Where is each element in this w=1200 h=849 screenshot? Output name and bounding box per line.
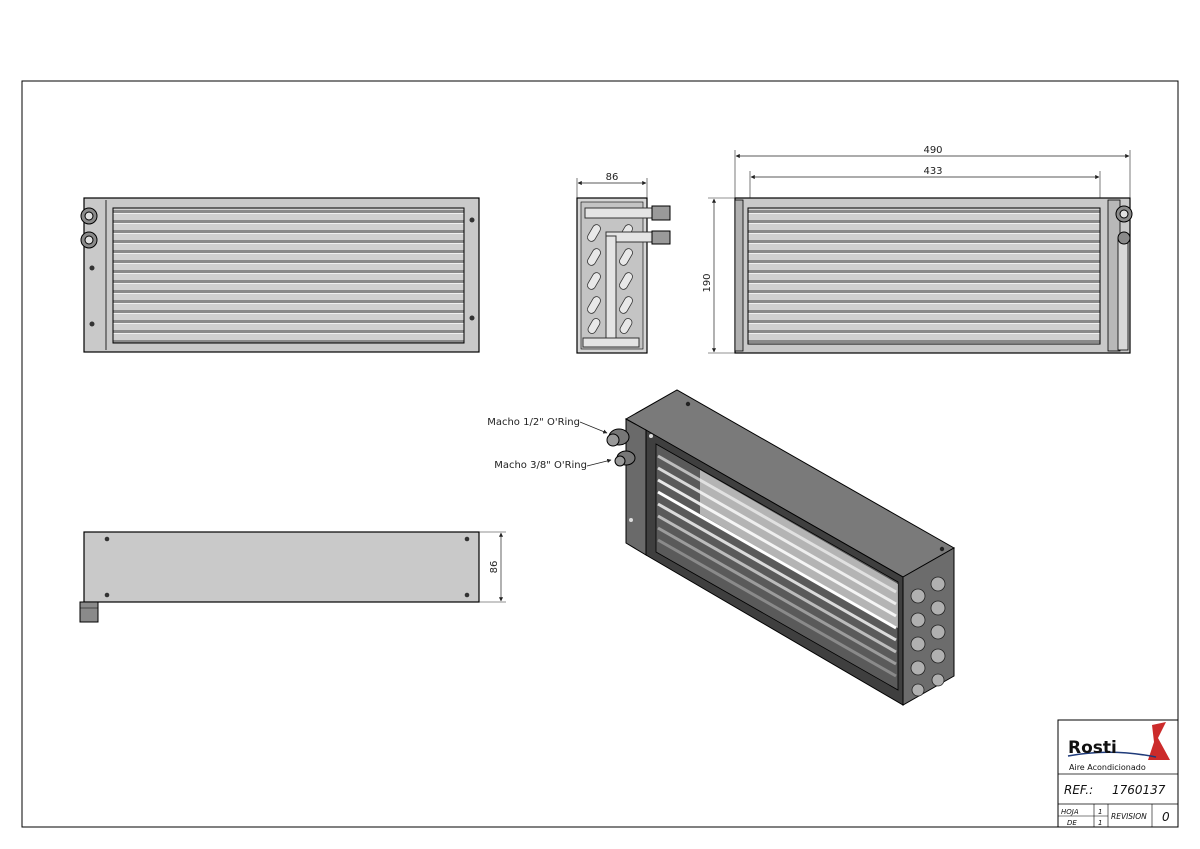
drawing-border (21, 80, 1179, 828)
isometric-view (606, 389, 956, 706)
logo-text: Rosti (1068, 738, 1117, 758)
dim-height: 190 (702, 273, 713, 292)
ref-label: REF.: (1064, 783, 1093, 797)
top-view: 86 (79, 531, 506, 623)
ref-value: 1760137 (1112, 783, 1166, 797)
revision-label: REVISION (1111, 812, 1147, 821)
dim-coil-width: 433 (923, 166, 942, 177)
callout-half-inch: Macho 1/2" O'Ring (487, 417, 580, 428)
logo-subtitle: Aire Acondicionado (1069, 763, 1146, 772)
title-block (1057, 719, 1179, 828)
revision-value: 0 (1162, 810, 1170, 824)
de-label: DE (1067, 819, 1077, 827)
dim-overall-width: 490 (923, 145, 942, 156)
de-value: 1 (1098, 819, 1102, 827)
dim-bottom-depth: 86 (489, 561, 500, 574)
rosti-logo-icon (1148, 722, 1170, 760)
side-view: 86 (576, 172, 671, 354)
callout-leaders (579, 421, 612, 467)
hoja-label: HOJA (1061, 808, 1079, 816)
dim-side-depth: 86 (606, 172, 619, 183)
rear-view: 490 433 190 (702, 145, 1133, 354)
callout-three-eighths: Macho 3/8" O'Ring (494, 460, 587, 471)
hoja-value: 1 (1098, 808, 1102, 816)
front-view (80, 197, 480, 353)
